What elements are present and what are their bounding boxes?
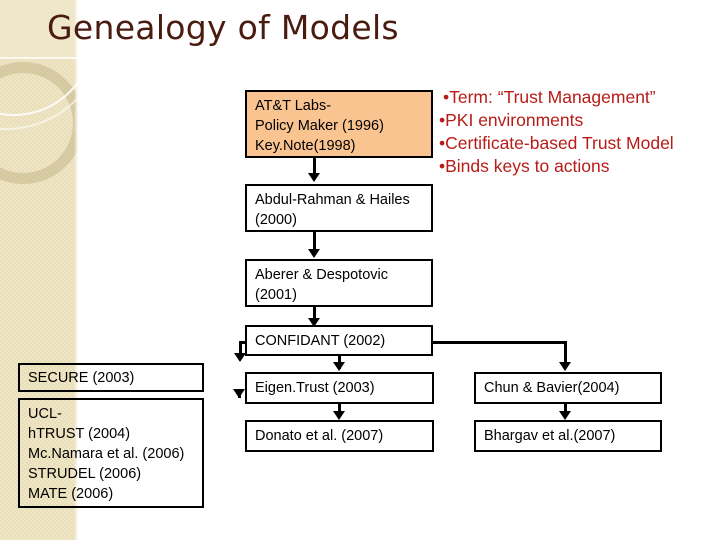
- connector-eigentrust-to-donato: [338, 403, 341, 417]
- node-line: Aberer & Despotovic: [255, 267, 388, 283]
- bullet-item: •Binds keys to actions: [439, 156, 610, 176]
- node-att-labs[interactable]: AT&T Labs- Policy Maker (1996) Key.Note(…: [245, 90, 433, 158]
- node-line: (2000): [255, 212, 297, 228]
- node-line: MATE (2006): [28, 486, 114, 502]
- node-line: Eigen.Trust (2003): [255, 380, 375, 396]
- node-line: Chun & Bavier(2004): [484, 380, 620, 396]
- node-line: Policy Maker (1996): [255, 118, 384, 134]
- connector-confidant-right-drop: [564, 341, 567, 366]
- connector-chun-to-bhargav: [564, 403, 567, 417]
- connector-confidant-to-eigentrust: [338, 354, 341, 369]
- node-donato[interactable]: Donato et al. (2007): [245, 420, 434, 452]
- node-line: Key.Note(1998): [255, 138, 356, 154]
- band-right-edge: [74, 0, 78, 540]
- connector-confidant-right: [428, 341, 567, 344]
- node-chun-bavier[interactable]: Chun & Bavier(2004): [474, 372, 662, 404]
- bullet-list: •Term: “Trust Management” •PKI environme…: [439, 86, 674, 178]
- node-confidant[interactable]: CONFIDANT (2002): [245, 325, 433, 356]
- node-secure[interactable]: SECURE (2003): [18, 363, 204, 392]
- node-line: STRUDEL (2006): [28, 466, 142, 482]
- node-bhargav[interactable]: Bhargav et al.(2007): [474, 420, 662, 452]
- arrowhead-secure: [234, 353, 246, 362]
- node-line: CONFIDANT (2002): [255, 332, 386, 349]
- node-eigentrust[interactable]: Eigen.Trust (2003): [245, 372, 434, 404]
- arrowhead-chun: [559, 362, 571, 371]
- arrowhead-ucl: [233, 389, 245, 398]
- connector-att-to-abdul: [313, 157, 316, 175]
- node-line: Bhargav et al.(2007): [484, 428, 616, 444]
- node-line: hTRUST (2004): [28, 426, 131, 442]
- arrowhead-eigentrust: [333, 362, 345, 371]
- bullet-item: •Certificate-based Trust Model: [439, 133, 674, 153]
- connector-abdul-to-aberer: [313, 232, 316, 252]
- node-aberer-despotovic[interactable]: Aberer & Despotovic (2001): [245, 259, 433, 307]
- arrowhead-abdul: [308, 173, 320, 182]
- arrowhead-donato: [333, 411, 345, 420]
- node-line: Donato et al. (2007): [255, 428, 384, 444]
- node-line: Mc.Namara et al. (2006): [28, 446, 185, 462]
- bullet-item: •Term: “Trust Management”: [443, 87, 656, 107]
- connector-confidant-left-drop: [239, 341, 242, 357]
- arrowhead-bhargav: [559, 411, 571, 420]
- node-abdul-rahman-hailes[interactable]: Abdul-Rahman & Hailes (2000): [245, 184, 433, 232]
- decorative-side-band: [0, 0, 78, 540]
- node-line: UCL-: [28, 406, 62, 422]
- node-line: SECURE (2003): [28, 369, 135, 386]
- connector-aberer-to-confidant: [313, 306, 316, 322]
- node-line: AT&T Labs-: [255, 98, 332, 114]
- arrowhead-confidant: [308, 318, 320, 327]
- node-ucl-group[interactable]: UCL- hTRUST (2004) Mc.Namara et al. (200…: [18, 398, 204, 508]
- page-title: Genealogy of Models: [47, 8, 399, 47]
- node-line: Abdul-Rahman & Hailes: [255, 192, 410, 208]
- node-line: (2001): [255, 287, 297, 303]
- arrowhead-aberer: [308, 249, 320, 258]
- bullet-item: •PKI environments: [439, 110, 584, 130]
